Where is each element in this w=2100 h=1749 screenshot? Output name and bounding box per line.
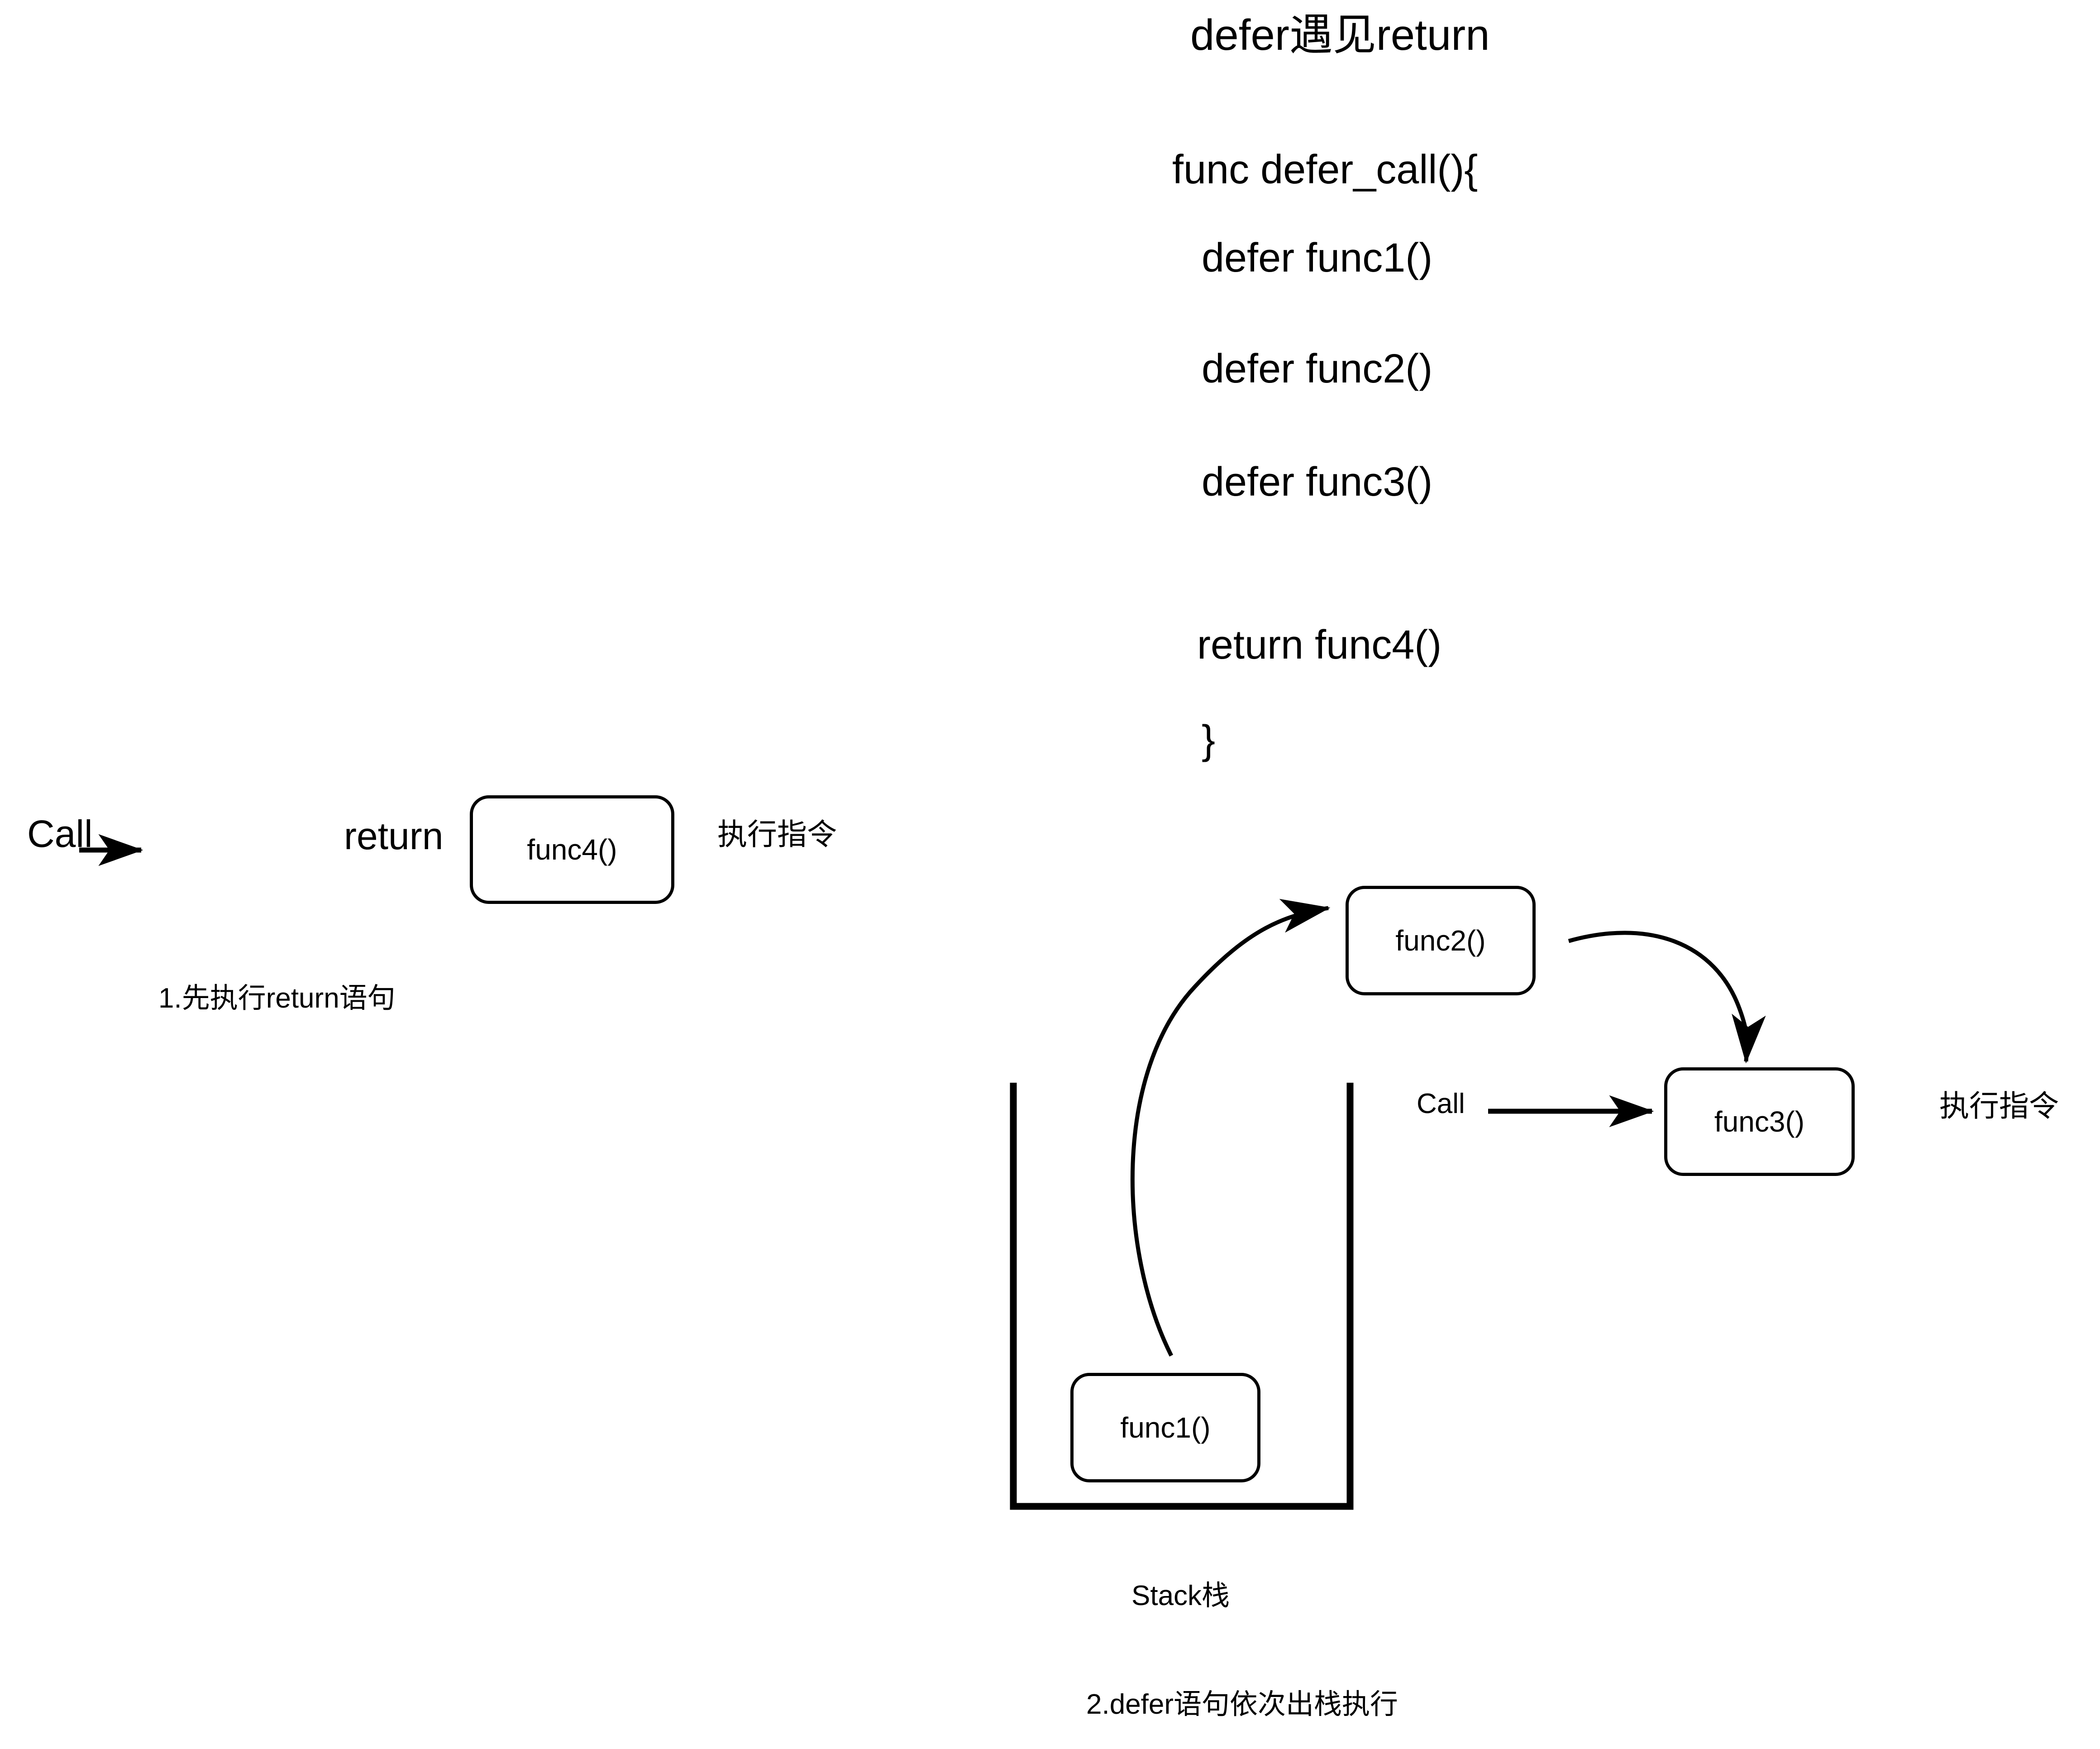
page-title: defer遇见return [1190,11,1490,59]
step1-call-label: Call [27,812,93,855]
step2-caption: 2.defer语句依次出栈执行 [1086,1689,1398,1720]
step1-return-label: return [344,815,444,857]
step1-caption: 1.先执行return语句 [158,983,396,1014]
code-line-defer-func2: defer func2() [1202,346,1433,392]
step2-call-label: Call [1417,1088,1465,1119]
step2-exec-label: 执行指令 [1939,1089,2059,1123]
func1-box-label: func1() [1120,1411,1211,1444]
func2-to-func3-arrow [1568,931,1766,1064]
code-line-return-func4: return func4() [1197,622,1442,668]
stack-label: Stack栈 [1131,1580,1230,1611]
code-line-closing-brace: } [1202,717,1216,763]
code-line-defer-func1: defer func1() [1202,235,1433,281]
step1-exec-label: 执行指令 [717,817,837,851]
code-line-defer-func3: defer func3() [1202,459,1433,505]
func4-box: func4() [470,795,674,904]
func3-box: func3() [1664,1067,1855,1176]
func1-to-func2-arrow [1130,898,1331,1357]
func4-box-label: func4() [527,833,617,866]
func2-box-label: func2() [1395,924,1486,957]
func1-box: func1() [1070,1373,1260,1482]
code-line-func-signature: func defer_call(){ [1172,147,1478,192]
func2-box: func2() [1346,886,1536,995]
func3-box-label: func3() [1714,1105,1805,1138]
